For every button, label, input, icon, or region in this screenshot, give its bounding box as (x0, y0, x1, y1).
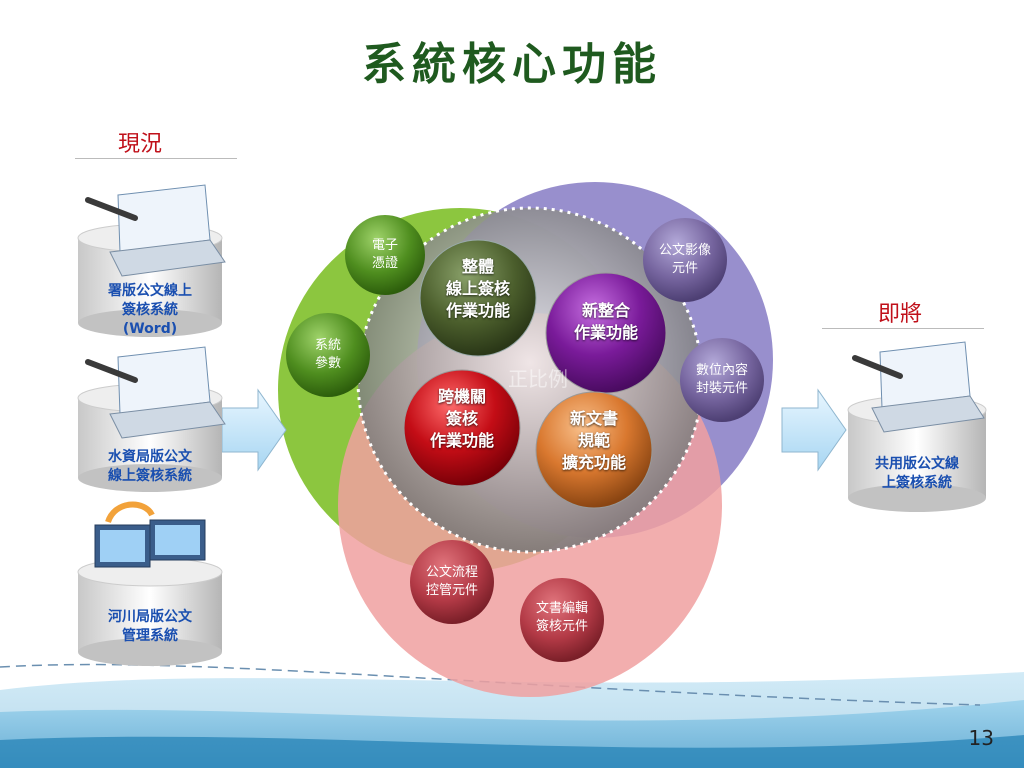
ball-doc-image (643, 218, 727, 302)
system-label-1: 署版公文線上 簽核系統 (Word) (108, 283, 192, 337)
system-label-2: 水資局版公文 線上簽核系統 (108, 449, 192, 484)
component-e-certificate: 電子 憑證 (371, 238, 398, 271)
computer-sync-icon (94, 501, 206, 568)
ball-workflow (410, 540, 494, 624)
arrow-right (781, 388, 847, 472)
ball-digital-content (680, 338, 764, 422)
page-number: 13 (968, 726, 994, 750)
laptop-icon (85, 346, 226, 439)
current-label: 現況 (117, 132, 162, 157)
future-label: 即將 (877, 302, 922, 327)
component-workflow: 公文流程 控管元件 (425, 565, 478, 598)
laptop-icon (85, 184, 226, 277)
system-label-3: 河川局版公文 管理系統 (108, 609, 192, 644)
ball-new-document (535, 391, 653, 509)
module-cross-agency: 跨機關 簽核 作業功能 (429, 387, 494, 450)
ball-cross-agency (403, 369, 521, 487)
ball-e-certificate (345, 215, 425, 295)
wave-dash (0, 663, 981, 706)
component-doc-edit: 文書編輯 簽核元件 (535, 601, 588, 634)
module-integrated: 整體 線上簽核 作業功能 (445, 257, 510, 320)
component-doc-image: 公文影像 元件 (658, 243, 711, 276)
wave-front (0, 735, 1024, 768)
current-divider (75, 158, 237, 159)
component-system-params: 系統 參數 (314, 338, 341, 371)
future-system-label: 共用版公文線 上簽核系統 (875, 456, 959, 491)
page-title: 系統核心功能 (362, 39, 662, 90)
future-divider (822, 328, 984, 329)
module-new-integration: 新整合 作業功能 (573, 301, 638, 342)
arrow-left (221, 388, 287, 472)
ball-system-params (286, 313, 370, 397)
component-digital-content: 數位內容 封裝元件 (695, 363, 748, 396)
watermark-text: 正比例 (508, 367, 568, 391)
laptop-icon (852, 341, 985, 433)
module-new-document: 新文書 規範 擴充功能 (561, 409, 626, 472)
ball-integrated (419, 239, 537, 357)
ball-doc-edit (520, 578, 604, 662)
